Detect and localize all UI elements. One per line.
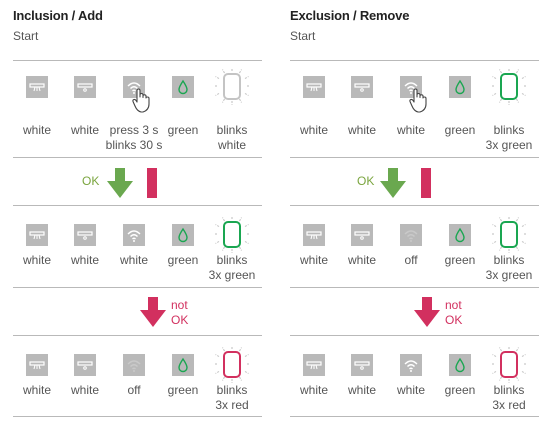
switch-icon (26, 354, 48, 376)
status-label: white (347, 123, 376, 137)
status-label: green (167, 383, 199, 397)
divider (13, 205, 262, 206)
status-label: white (119, 253, 148, 267)
panel-title: Exclusion / Remove (290, 8, 410, 23)
status-label: off (404, 253, 418, 267)
switch-icon (351, 76, 373, 98)
status-label: white (299, 383, 328, 397)
wifi-icon (123, 76, 150, 113)
status-label: white (70, 383, 99, 397)
ok-arrow (107, 168, 133, 198)
divider (13, 60, 262, 61)
ok-arrow (380, 168, 406, 198)
divider (13, 287, 262, 288)
inclusion-panel: Inclusion / Add Start (0, 0, 262, 428)
switch-icon (303, 224, 325, 246)
divider (290, 157, 539, 158)
wifi-icon (400, 76, 427, 113)
water-drop-icon (172, 76, 194, 98)
wifi-icon (400, 354, 422, 376)
switch-icon (351, 354, 373, 376)
status-label: green (167, 253, 199, 267)
divider (13, 416, 262, 417)
divider (290, 335, 539, 336)
status-label: green (444, 123, 476, 137)
switch-icon (303, 76, 325, 98)
divider (290, 205, 539, 206)
sensor-icon (214, 68, 250, 106)
status-label: white (22, 253, 51, 267)
water-drop-icon (172, 224, 194, 246)
ok-label: OK (357, 174, 375, 188)
switch-icon (74, 354, 96, 376)
ok-label: OK (82, 174, 100, 188)
status-label: green (444, 253, 476, 267)
switch-icon (26, 224, 48, 246)
switch-icon (26, 76, 48, 98)
divider (13, 157, 262, 158)
switch-icon (74, 224, 96, 246)
water-drop-icon (449, 354, 471, 376)
not-ok-bar (421, 168, 431, 198)
divider (290, 416, 539, 417)
water-drop-icon (172, 354, 194, 376)
wifi-off-icon (123, 354, 145, 376)
not-ok-arrow (414, 297, 440, 327)
wifi-off-icon (400, 224, 422, 246)
not-ok-bar (147, 168, 157, 198)
status-label: white (70, 123, 99, 137)
status-label: white (347, 253, 376, 267)
sensor-icon (491, 68, 527, 106)
status-label: white (70, 253, 99, 267)
sensor-icon (491, 346, 527, 384)
not-ok-arrow (140, 297, 166, 327)
switch-icon (351, 224, 373, 246)
status-label: off (127, 383, 141, 397)
panel-title: Inclusion / Add (13, 8, 103, 23)
status-label: white (347, 383, 376, 397)
panel-subtitle: Start (13, 29, 39, 43)
status-label: white (22, 123, 51, 137)
status-label: white (396, 383, 425, 397)
wifi-icon (123, 224, 145, 246)
panel-subtitle: Start (290, 29, 316, 43)
divider (13, 335, 262, 336)
exclusion-panel: Exclusion / Remove Start (287, 0, 549, 428)
status-label: white (396, 123, 425, 137)
water-drop-icon (449, 224, 471, 246)
divider (290, 287, 539, 288)
status-label: green (167, 123, 199, 137)
sensor-icon (214, 216, 250, 254)
switch-icon (303, 354, 325, 376)
sensor-icon (214, 346, 250, 384)
status-label: white (299, 123, 328, 137)
water-drop-icon (449, 76, 471, 98)
status-label: white (299, 253, 328, 267)
status-label: white (22, 383, 51, 397)
switch-icon (74, 76, 96, 98)
sensor-icon (491, 216, 527, 254)
status-label: green (444, 383, 476, 397)
divider (290, 60, 539, 61)
